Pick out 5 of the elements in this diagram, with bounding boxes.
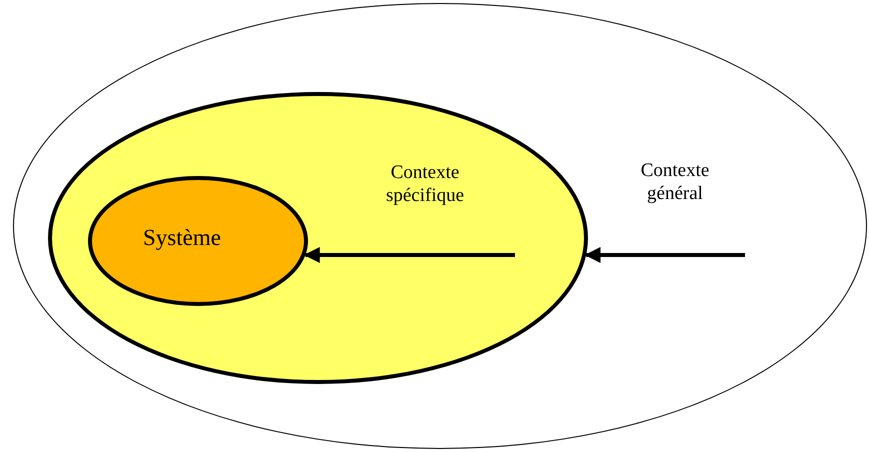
ellipse-label: Contexte spécifique [384, 162, 466, 208]
ellipse-label: Contexte général [640, 160, 710, 206]
ellipse-label: Système [142, 224, 222, 252]
arrow [304, 247, 515, 263]
arrow [584, 247, 745, 263]
